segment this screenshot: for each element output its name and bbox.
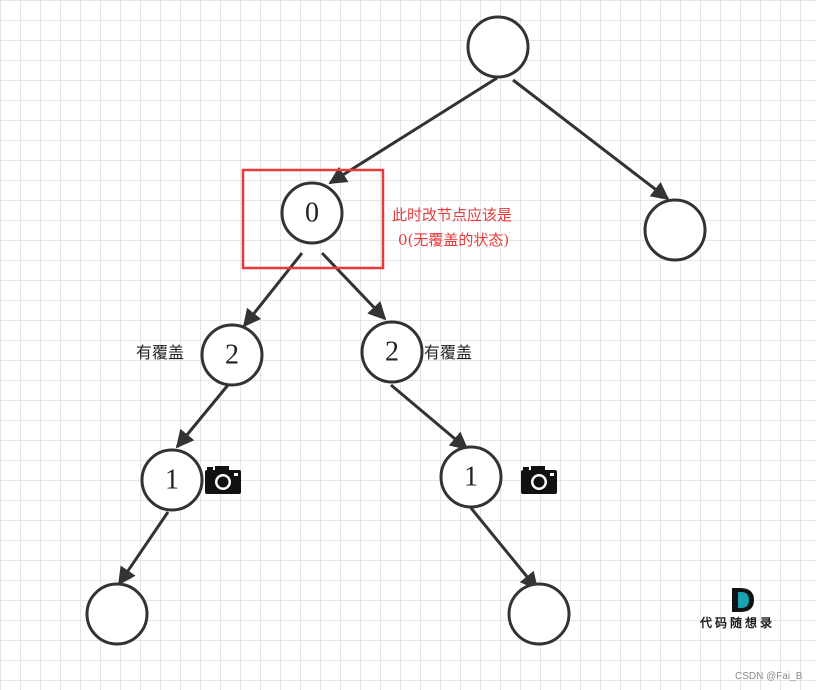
edge-root-right <box>512 78 670 201</box>
node-value: 2 <box>225 340 239 371</box>
tree-node-ll: 2 <box>200 323 264 387</box>
csdn-watermark: CSDN @Fai_B <box>735 671 803 682</box>
tree-node-leaf-right <box>507 582 571 646</box>
tree-node-right <box>643 198 707 262</box>
edge-ll-lll <box>175 384 230 449</box>
tree-node-lll: 1 <box>140 448 204 512</box>
tree-node-lr: 2 <box>360 320 424 384</box>
tree-node-left: 0 <box>280 181 344 245</box>
node-value: 1 <box>464 462 478 493</box>
edge-lll-leaf <box>117 511 170 586</box>
highlight-box <box>241 168 385 270</box>
camera-icon <box>521 466 557 494</box>
edge-left-ll <box>242 252 304 328</box>
tree-node-root <box>466 15 530 79</box>
node-value: 2 <box>385 337 399 368</box>
tree-node-leaf-left <box>85 582 149 646</box>
camera-icon <box>205 466 241 494</box>
tree-node-lrr: 1 <box>439 445 503 509</box>
edge-lrr-leaf <box>469 507 539 591</box>
edge-lr-lrr <box>390 383 469 451</box>
logo-text: 代码随想录 <box>699 615 775 630</box>
logo-d-icon <box>732 588 754 612</box>
covered-label-left: 有覆盖 <box>136 343 184 362</box>
edge-root-left <box>328 76 498 185</box>
edge-left-lr <box>320 251 387 321</box>
node-value: 1 <box>165 465 179 496</box>
covered-label-right: 有覆盖 <box>424 343 472 362</box>
node-value: 0 <box>305 198 319 229</box>
red-note-line2: 0(无覆盖的状态) <box>398 231 509 249</box>
red-note-line1: 此时改节点应该是 <box>392 206 512 224</box>
